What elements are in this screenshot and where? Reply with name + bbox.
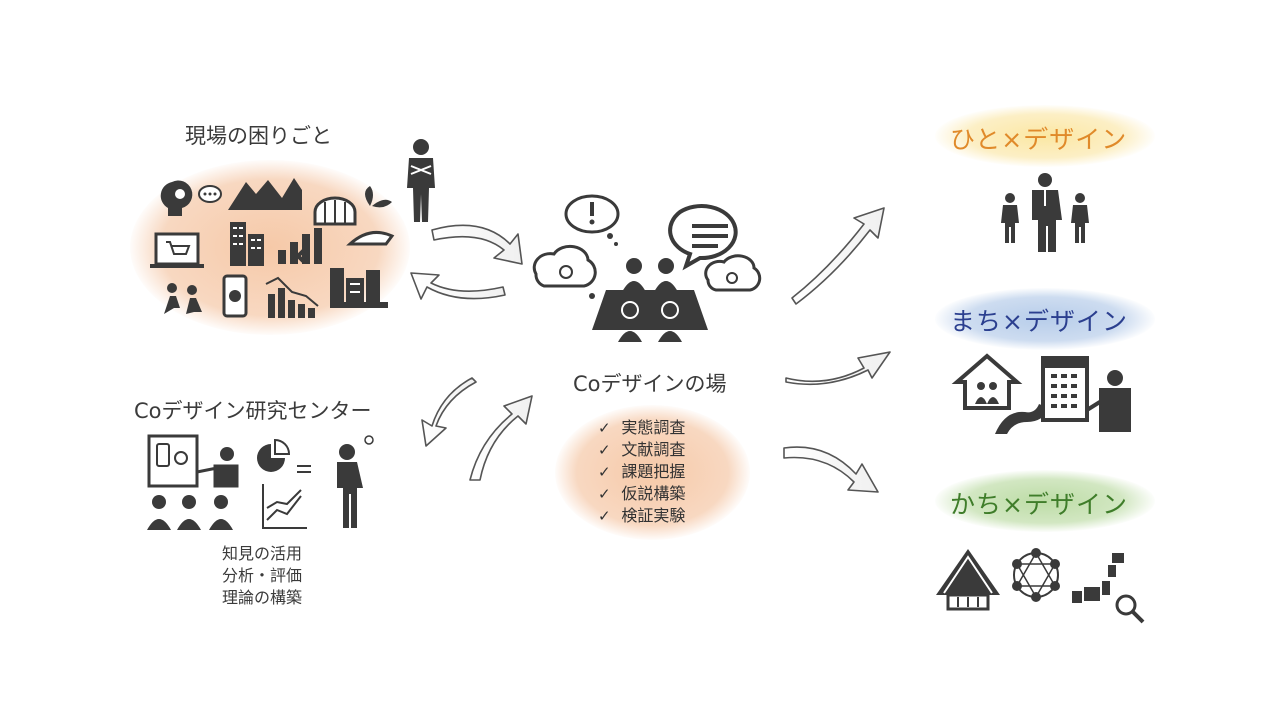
hito-design-title: ひと×デザイン (950, 125, 1128, 154)
research-line-1: 知見の活用 (222, 544, 303, 563)
damaged-town-icon (330, 268, 388, 308)
meeting-people-icon (592, 258, 708, 342)
machi-design-title: まち×デザイン (950, 307, 1128, 336)
kachi-glow (935, 470, 1155, 532)
house-family-icon (951, 353, 1023, 410)
network-icon (1012, 548, 1060, 602)
town-icons (951, 353, 1131, 434)
arrow-to-problems (410, 272, 506, 300)
presentation-icon (147, 434, 239, 488)
idea-person-icon (337, 435, 374, 528)
business-people-icon (1001, 173, 1089, 252)
line-chart-icon (262, 484, 307, 529)
road-icon (995, 404, 1049, 434)
checklist-item: 文献調査 (598, 439, 685, 461)
sitting-people-icon (164, 283, 202, 314)
landslide-icon (228, 178, 302, 210)
exclamation-bubble-icon (564, 194, 620, 246)
hito-glow (935, 105, 1155, 167)
problems-title: 現場の困りごと (185, 124, 332, 148)
thatched-house-icon (936, 549, 1000, 611)
arrow-to-kachi (783, 446, 879, 493)
arrow-to-hito (791, 207, 885, 305)
buildings-icon (230, 222, 264, 266)
head-gear-icon (160, 180, 193, 216)
smartphone-yen-icon (222, 274, 248, 318)
machi-glow (935, 288, 1155, 350)
checklist-item: 実態調査 (598, 417, 685, 439)
arrow-to-center-lower (469, 395, 533, 481)
map-search-icon (1072, 553, 1145, 624)
shopping-laptop-icon (150, 232, 204, 268)
research-icons (147, 434, 374, 530)
chat-bubble-icon (668, 204, 738, 271)
checklist-item: 仮説構築 (598, 483, 685, 505)
arrow-to-research (421, 377, 477, 447)
standing-person-icon (407, 139, 435, 222)
greenhouse-icon (313, 196, 357, 226)
co-design-place-title: Coデザインの場 (573, 372, 727, 396)
arrow-to-center-upper (431, 224, 523, 265)
declining-bars-icon (278, 228, 322, 264)
research-line-2: 分析・評価 (222, 566, 303, 585)
kachi-design-title: かち×デザイン (950, 490, 1128, 519)
speech-bubble-icon (198, 185, 222, 203)
research-lines: 知見の活用 分析・評価 理論の構築 (222, 543, 302, 609)
research-center-title: Coデザイン研究センター (134, 399, 372, 423)
research-line-3: 理論の構築 (222, 588, 303, 607)
businessman-pointing-icon (1085, 370, 1131, 432)
checklist: 実態調査 文献調査 課題把握 仮説構築 検証実験 (598, 417, 685, 527)
checklist-item: 検証実験 (598, 505, 685, 527)
lightbulb-cloud-left-icon (532, 244, 597, 299)
plant-hand-icon (346, 186, 395, 246)
declining-chart-icon (265, 276, 319, 318)
value-icons (936, 548, 1145, 624)
lightbulb-cloud-right-icon (704, 254, 762, 292)
checklist-item: 課題把握 (598, 461, 685, 483)
problems-icons (150, 178, 395, 318)
audience-icon (147, 495, 233, 530)
co-design-meeting-icon (532, 194, 762, 342)
pie-analysis-icon (257, 438, 311, 473)
office-building-icon (1041, 356, 1089, 422)
arrow-to-machi (785, 351, 891, 386)
